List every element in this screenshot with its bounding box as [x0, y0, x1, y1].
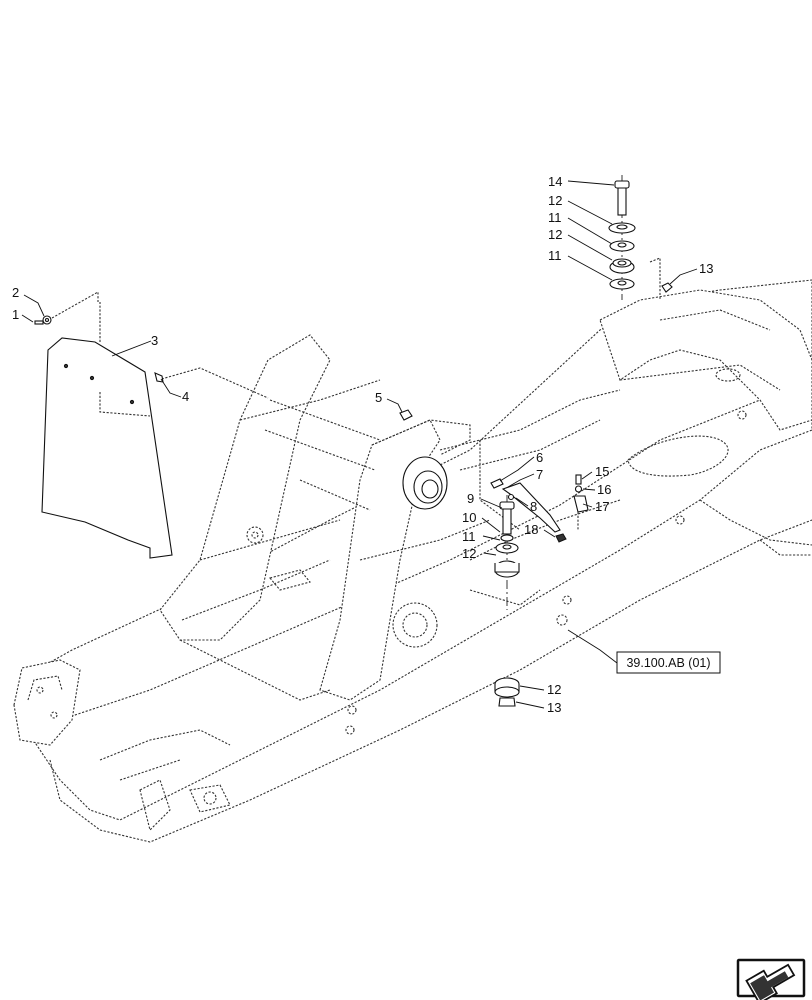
callout-2: 2	[12, 285, 19, 300]
callout-12-center: 12	[462, 546, 476, 561]
callout-11-center: 11	[462, 529, 476, 544]
callout-labels: 2 1 3 4 5 6 7 8 9 10 11 12 14 12 11 12 1…	[12, 174, 713, 715]
panel-hidden-line-2	[157, 367, 269, 399]
bracket-parts-6-7-8	[490, 478, 561, 533]
callout-11-upper: 11	[548, 210, 562, 225]
callout-13-bottom: 13	[547, 700, 561, 715]
callout-18: 18	[524, 522, 538, 537]
panel-hidden-line	[51, 291, 99, 319]
rear-mount-stack	[608, 175, 673, 300]
chassis-frame	[13, 279, 812, 843]
callout-15: 15	[595, 464, 609, 479]
callout-12-lower: 12	[548, 227, 562, 242]
callout-17: 17	[595, 499, 609, 514]
callout-8: 8	[530, 499, 537, 514]
reference-link[interactable]: 39.100.AB (01)	[616, 651, 721, 674]
callout-9: 9	[467, 491, 474, 506]
callout-5: 5	[375, 390, 382, 405]
callout-11-lower: 11	[548, 248, 562, 263]
center-mount-stack	[494, 495, 520, 610]
callout-4: 4	[182, 389, 189, 404]
callout-6: 6	[536, 450, 543, 465]
callout-16: 16	[597, 482, 611, 497]
callout-3: 3	[151, 333, 158, 348]
leader-lines	[21, 180, 698, 709]
fastener-1-2	[34, 315, 52, 325]
callout-13-rear: 13	[699, 261, 713, 276]
callout-10: 10	[462, 510, 476, 525]
nut-18	[555, 533, 567, 543]
bottom-mount	[494, 677, 520, 707]
side-panel	[41, 302, 173, 559]
callout-12-bottom: 12	[547, 682, 561, 697]
callout-7: 7	[536, 467, 543, 482]
callout-14: 14	[548, 174, 562, 189]
callout-12-upper: 12	[548, 193, 562, 208]
arrow-icon[interactable]	[736, 958, 806, 1000]
reference-label[interactable]: 39.100.AB (01)	[626, 656, 710, 670]
bolt-parts-15-16-17	[573, 474, 589, 530]
callout-1: 1	[12, 307, 19, 322]
nut-5	[399, 409, 413, 421]
